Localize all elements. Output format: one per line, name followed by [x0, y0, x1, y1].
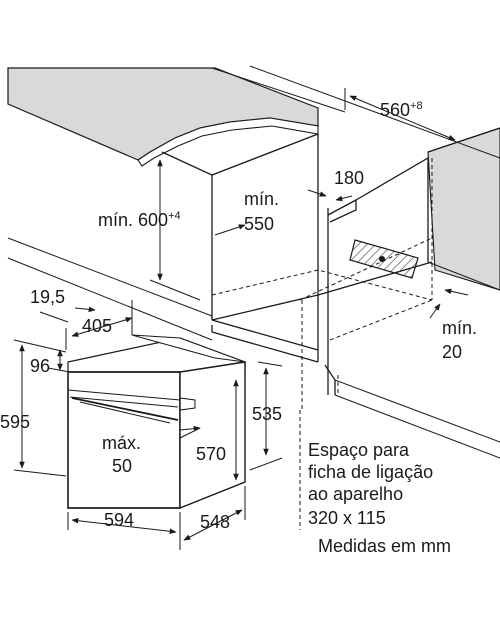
dimension-lines	[13, 88, 469, 550]
hidden-edges	[211, 158, 433, 530]
dim-fixing-width: 405	[82, 316, 113, 336]
dim-niche-depth: 560+8	[380, 100, 423, 120]
socket-area	[349, 239, 419, 279]
dim-niche-width-min-label: mín.	[244, 189, 280, 209]
dim-oven-body-height-2: 570	[196, 444, 227, 464]
plug-space-note-line1: Espaço para	[308, 440, 410, 460]
dim-front-offset: 19,5	[30, 287, 66, 307]
units-note: Medidas em mm	[318, 536, 452, 556]
wall-lines	[7, 65, 500, 459]
plug-space-note-line2: ficha de ligação	[308, 462, 434, 482]
plug-space-note-line3: ao aparelho	[308, 484, 404, 504]
dim-oven-width: 594	[104, 510, 135, 530]
dim-oven-body-height: 535	[252, 404, 283, 424]
dim-niche-height: mín. 600+4	[98, 210, 181, 230]
dim-opening-max-label: máx.	[102, 433, 142, 453]
dim-side-gap-label: mín.	[442, 318, 478, 338]
dim-rear-gap: 180	[334, 168, 365, 188]
plug-space-note-line4: 320 x 115	[308, 508, 386, 528]
oven	[67, 334, 246, 510]
dim-niche-width-min-value: 550	[244, 214, 275, 234]
countertop	[7, 67, 500, 291]
dim-panel-height: 96	[30, 356, 51, 376]
dim-side-gap-value: 20	[442, 342, 463, 362]
dim-oven-depth: 548	[200, 512, 231, 532]
dim-opening-max-value: 50	[112, 456, 133, 476]
dim-oven-front-height: 595	[0, 412, 31, 432]
